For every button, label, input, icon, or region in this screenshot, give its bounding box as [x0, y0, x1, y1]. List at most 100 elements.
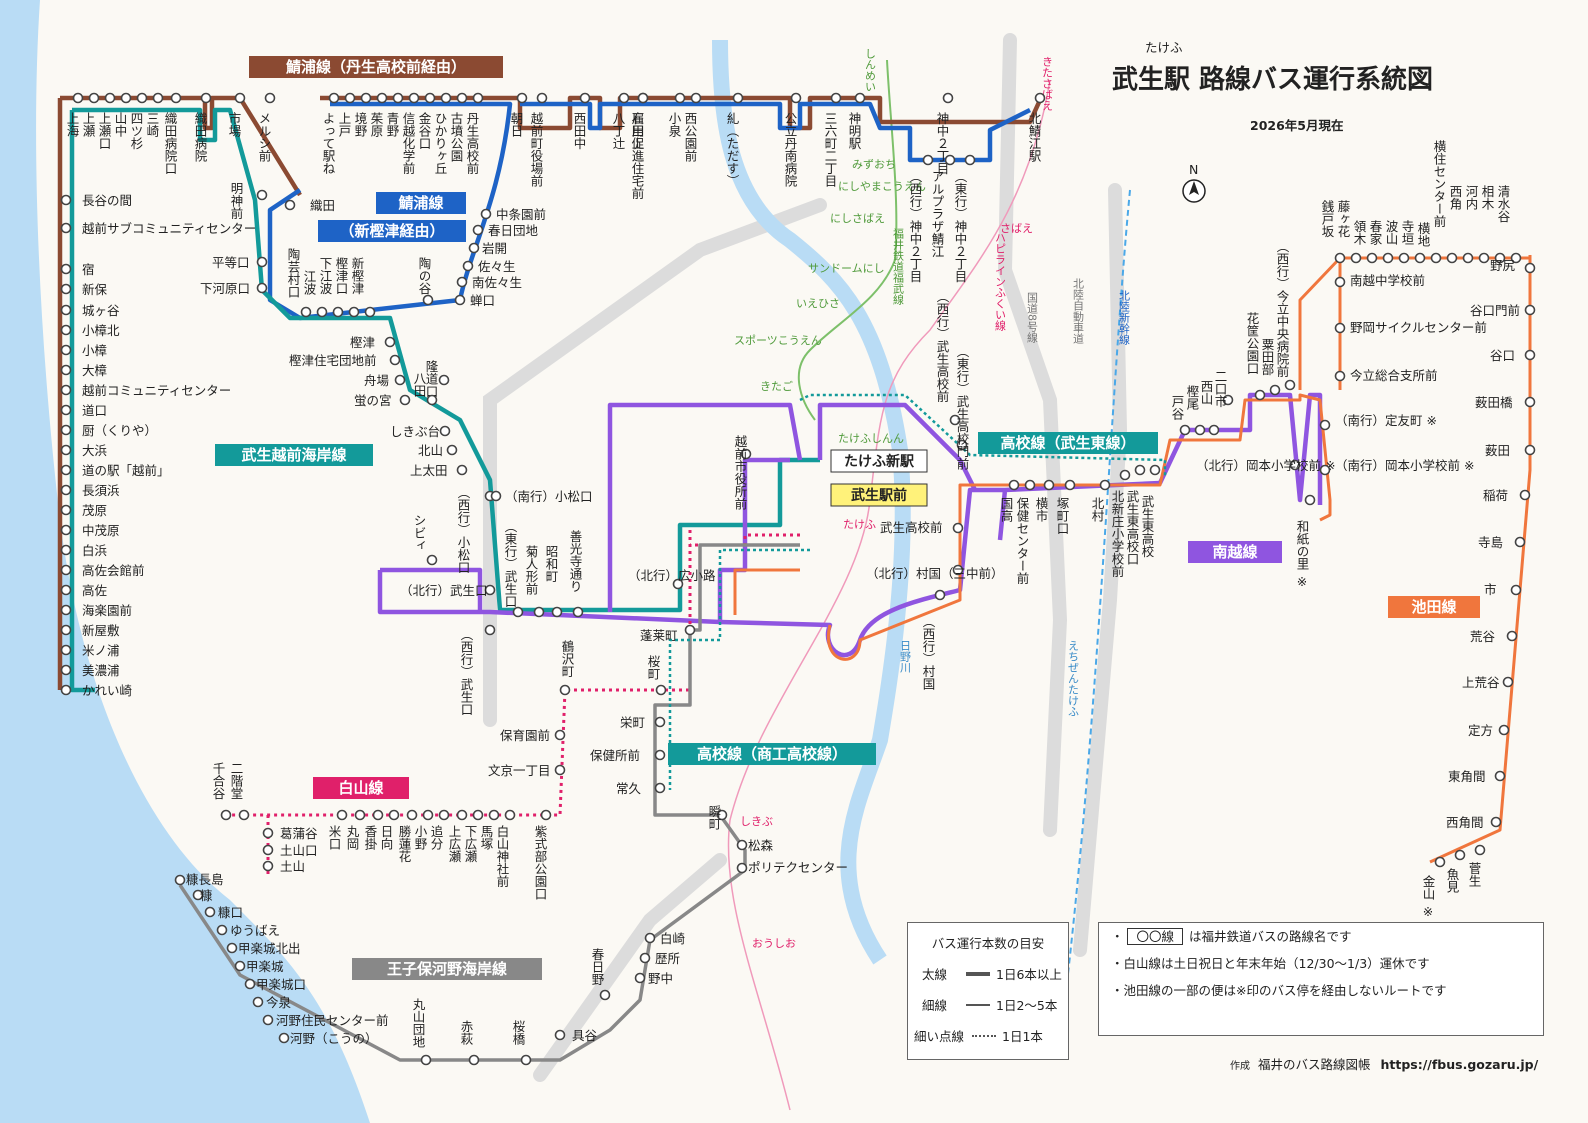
bus-stop-marker[interactable]	[286, 201, 295, 210]
route-label-kouko-higashi[interactable]: 高校線（武生東線）	[978, 432, 1158, 454]
bus-stop-marker[interactable]	[1464, 254, 1473, 263]
bus-stop-marker[interactable]	[62, 285, 71, 294]
bus-stop-marker[interactable]	[391, 356, 400, 365]
bus-stop-marker[interactable]	[1496, 772, 1505, 781]
bus-stop-marker[interactable]	[556, 1031, 565, 1040]
bus-stop-marker[interactable]	[408, 811, 417, 820]
bus-stop-marker[interactable]	[792, 94, 801, 103]
bus-stop-marker[interactable]	[601, 991, 610, 1000]
bus-stop-marker[interactable]	[266, 94, 275, 103]
bus-stop-marker[interactable]	[1036, 94, 1045, 103]
hub-takefu-ekimae[interactable]: 武生駅前	[831, 484, 927, 506]
bus-stop-marker[interactable]	[378, 94, 387, 103]
bus-stop-marker[interactable]	[448, 446, 457, 455]
bus-stop-marker[interactable]	[62, 666, 71, 675]
bus-stop-marker[interactable]	[428, 396, 437, 405]
bus-stop-marker[interactable]	[258, 258, 267, 267]
bus-stop-marker[interactable]	[1181, 426, 1190, 435]
bus-stop-marker[interactable]	[1526, 306, 1535, 315]
bus-stop-marker[interactable]	[1321, 421, 1330, 430]
bus-stop-marker[interactable]	[62, 606, 71, 615]
bus-stop-marker[interactable]	[264, 829, 273, 838]
bus-stop-marker[interactable]	[1101, 481, 1110, 490]
bus-stop-marker[interactable]	[1480, 254, 1489, 263]
bus-stop-marker[interactable]	[1432, 254, 1441, 263]
bus-stop-marker[interactable]	[334, 308, 343, 317]
bus-stop-marker[interactable]	[1256, 391, 1265, 400]
bus-stop-marker[interactable]	[1526, 398, 1535, 407]
bus-stop-marker[interactable]	[228, 944, 237, 953]
bus-stop-marker[interactable]	[122, 94, 131, 103]
bus-stop-marker[interactable]	[656, 784, 665, 793]
bus-stop-marker[interactable]	[656, 751, 665, 760]
bus-stop-marker[interactable]	[330, 94, 339, 103]
bus-stop-marker[interactable]	[692, 94, 701, 103]
bus-stop-marker[interactable]	[386, 338, 395, 347]
bus-stop-marker[interactable]	[62, 646, 71, 655]
bus-stop-marker[interactable]	[264, 862, 273, 871]
bus-stop-marker[interactable]	[62, 306, 71, 315]
bus-stop-marker[interactable]	[62, 346, 71, 355]
bus-stop-marker[interactable]	[1321, 466, 1330, 475]
bus-stop-marker[interactable]	[62, 196, 71, 205]
bus-stop-marker[interactable]	[542, 811, 551, 820]
bus-stop-marker[interactable]	[428, 556, 437, 565]
bus-stop-marker[interactable]	[62, 265, 71, 274]
bus-stop-marker[interactable]	[1512, 586, 1521, 595]
bus-stop-marker[interactable]	[318, 308, 327, 317]
bus-stop-marker[interactable]	[202, 94, 211, 103]
bus-stop-marker[interactable]	[62, 566, 71, 575]
bus-stop-marker[interactable]	[62, 406, 71, 415]
bus-stop-marker[interactable]	[856, 94, 865, 103]
bus-stop-marker[interactable]	[62, 466, 71, 475]
bus-stop-marker[interactable]	[254, 998, 263, 1007]
bus-stop-marker[interactable]	[1336, 254, 1345, 263]
bus-stop-marker[interactable]	[581, 94, 590, 103]
bus-stop-marker[interactable]	[240, 811, 249, 820]
bus-stop-marker[interactable]	[1026, 481, 1035, 490]
bus-stop-marker[interactable]	[62, 626, 71, 635]
bus-stop-marker[interactable]	[264, 1016, 273, 1025]
bus-stop-marker[interactable]	[442, 94, 451, 103]
bus-stop-marker[interactable]	[1492, 818, 1501, 827]
bus-stop-marker[interactable]	[456, 296, 465, 305]
bus-stop-marker[interactable]	[366, 308, 375, 317]
route-label-sabae[interactable]: 鯖浦線 （新樫津経由）	[318, 192, 466, 242]
bus-stop-marker[interactable]	[62, 546, 71, 555]
bus-stop-marker[interactable]	[556, 731, 565, 740]
bus-stop-marker[interactable]	[1456, 851, 1465, 860]
bus-stop-marker[interactable]	[280, 1034, 289, 1043]
bus-stop-marker[interactable]	[1500, 726, 1509, 735]
bus-stop-marker[interactable]	[1526, 446, 1535, 455]
bus-stop-marker[interactable]	[1066, 481, 1075, 490]
bus-stop-marker[interactable]	[222, 811, 231, 820]
bus-stop-marker[interactable]	[218, 926, 227, 935]
bus-stop-marker[interactable]	[474, 226, 483, 235]
bus-stop-marker[interactable]	[641, 954, 650, 963]
bus-stop-marker[interactable]	[1526, 264, 1535, 273]
bus-stop-marker[interactable]	[1271, 386, 1280, 395]
bus-stop-marker[interactable]	[458, 466, 467, 475]
bus-stop-marker[interactable]	[206, 908, 215, 917]
route-label-nanetsu[interactable]: 南越線	[1188, 541, 1282, 563]
bus-stop-marker[interactable]	[470, 1056, 479, 1065]
bus-stop-marker[interactable]	[1136, 466, 1145, 475]
bus-stop-marker[interactable]	[396, 376, 405, 385]
bus-stop-marker[interactable]	[1400, 254, 1409, 263]
route-label-hakusan[interactable]: 白山線	[313, 777, 409, 799]
bus-stop-marker[interactable]	[426, 94, 435, 103]
bus-stop-marker[interactable]	[350, 308, 359, 317]
route-label-kouko-shoko[interactable]: 高校線（商工高校線）	[668, 743, 876, 765]
bus-stop-marker[interactable]	[946, 156, 955, 165]
bus-stop-marker[interactable]	[422, 1056, 431, 1065]
bus-stop-marker[interactable]	[1336, 324, 1345, 333]
bus-stop-marker[interactable]	[924, 156, 933, 165]
bus-stop-marker[interactable]	[74, 94, 83, 103]
bus-stop-marker[interactable]	[172, 94, 181, 103]
bus-stop-marker[interactable]	[574, 608, 583, 617]
bus-stop-marker[interactable]	[538, 94, 547, 103]
bus-stop-marker[interactable]	[390, 811, 399, 820]
bus-stop-marker[interactable]	[62, 486, 71, 495]
bus-stop-marker[interactable]	[176, 876, 185, 885]
bus-stop-marker[interactable]	[646, 934, 655, 943]
